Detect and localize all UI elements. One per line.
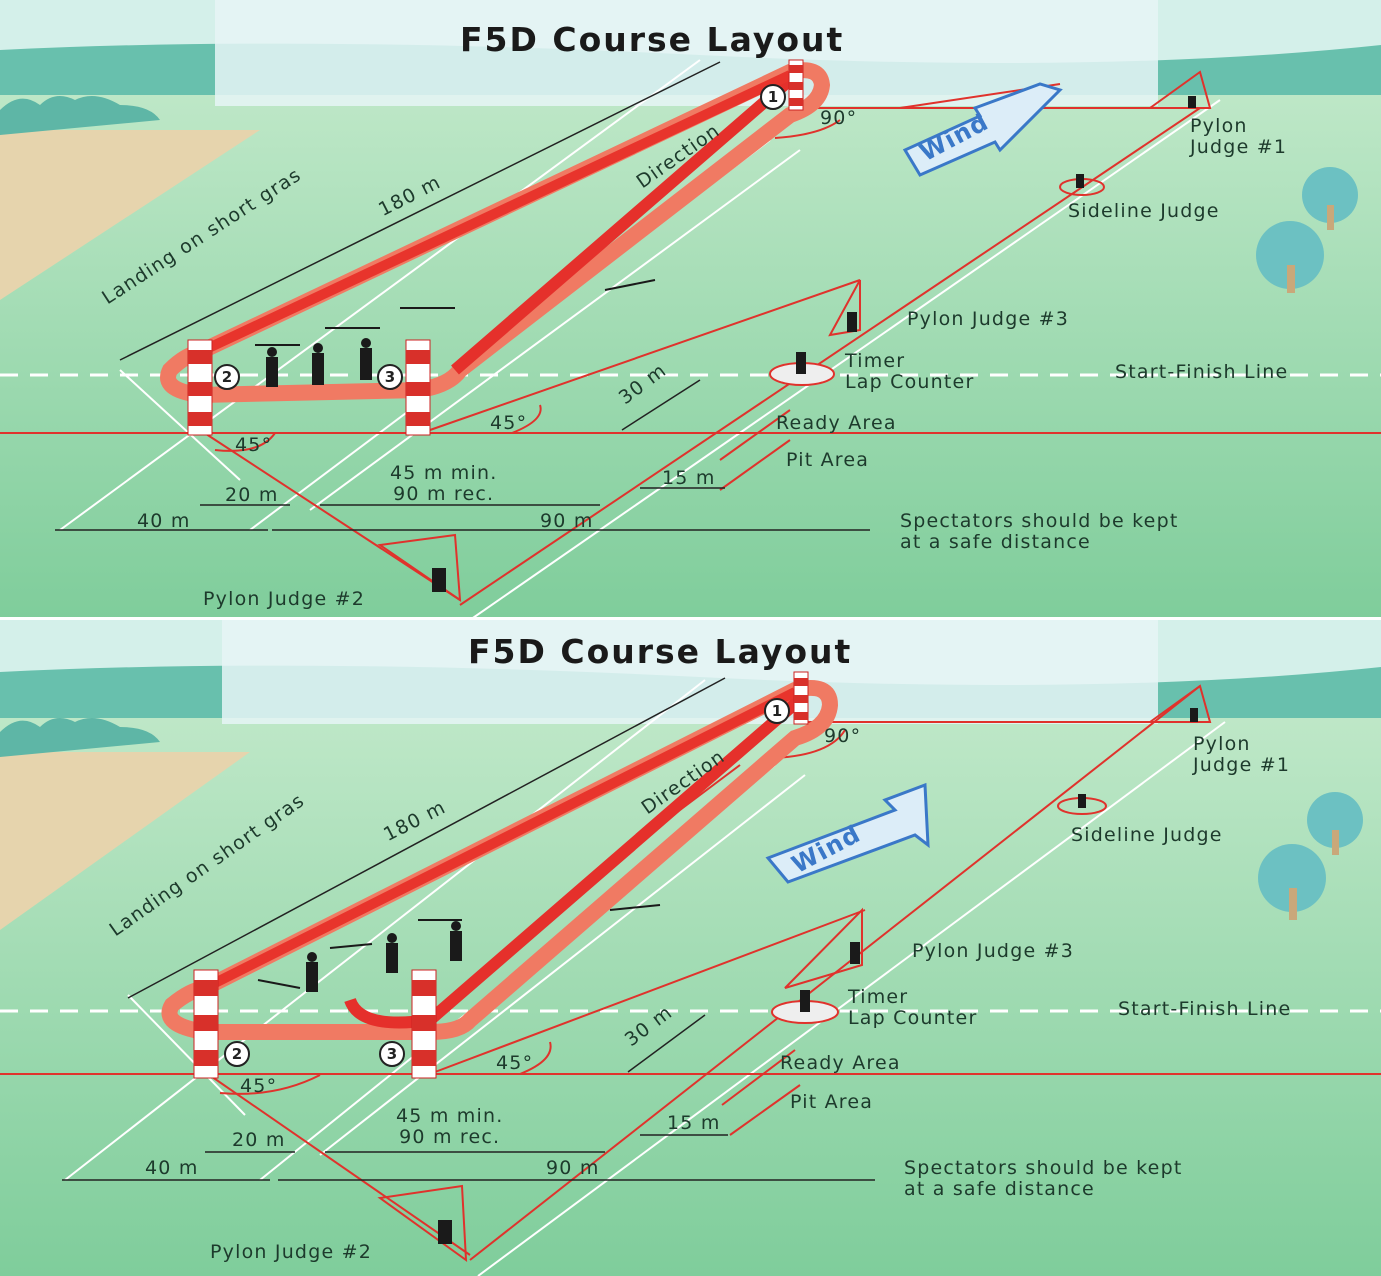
pylon-3-badge: 3 (377, 364, 403, 390)
angle-45-right-label: 45° (490, 412, 528, 434)
pylon-2-badge: 2 (224, 1041, 250, 1067)
pylon-3-badge: 3 (379, 1041, 405, 1067)
distance-15-label: 15 m (667, 1112, 721, 1134)
tree (1302, 167, 1358, 223)
angle-45-right-label: 45° (496, 1052, 534, 1074)
judge-icon (1190, 708, 1198, 722)
distance-90-label: 90 m (540, 510, 594, 532)
wind-arrow-icon (902, 82, 1063, 177)
angle-90-label: 90° (820, 107, 858, 129)
dimension-lines (55, 61, 870, 531)
course-graphic-top (0, 0, 1381, 620)
pylon-judge-2-label: Pylon Judge #2 (203, 588, 365, 610)
pylon-2 (193, 969, 219, 1079)
ready-area-label: Ready Area (780, 1052, 901, 1074)
title-box (215, 0, 1158, 106)
page-title: F5D Course Layout (460, 20, 845, 59)
flight-course-outer (160, 62, 831, 403)
pylon-judge-2-label: Pylon Judge #2 (210, 1241, 372, 1263)
pilots-icon (306, 708, 1198, 1244)
flight-course-leg (451, 75, 794, 375)
start-finish-label: Start-Finish Line (1115, 361, 1289, 383)
sand-area (0, 130, 260, 300)
distance-45-label: 45 m min.90 m rec. (390, 462, 498, 505)
pit-area-label: Pit Area (786, 449, 870, 471)
judge-icon (1188, 96, 1196, 108)
pylon-judge-3-label: Pylon Judge #3 (912, 940, 1074, 962)
start-finish-label: Start-Finish Line (1118, 998, 1292, 1020)
flight-course-outer (161, 679, 839, 1040)
bushes (0, 718, 160, 757)
tree (1307, 792, 1363, 848)
pylon-1-badge: 1 (760, 84, 786, 110)
distance-40-label: 40 m (137, 510, 191, 532)
wind-arrow-icon (765, 782, 930, 884)
angle-90-label: 90° (824, 725, 862, 747)
pylon-2 (187, 339, 213, 436)
pylon-1 (788, 59, 804, 111)
ready-area-label: Ready Area (776, 412, 897, 434)
angle-45-left-label: 45° (235, 434, 273, 456)
distance-20-label: 20 m (225, 484, 279, 506)
pit-area-label: Pit Area (790, 1091, 874, 1113)
tree (1256, 221, 1324, 289)
gliders-icon (257, 904, 661, 989)
pylon-1-badge: 1 (764, 698, 790, 724)
page-title: F5D Course Layout (468, 632, 853, 671)
dimension-lines (62, 677, 875, 1181)
bushes (0, 96, 160, 135)
sideline-judge-label: Sideline Judge (1068, 200, 1220, 222)
sideline-judge-label: Sideline Judge (1071, 824, 1223, 846)
pylon-2-badge: 2 (214, 364, 240, 390)
tree (1258, 844, 1326, 912)
course-graphic-bottom (0, 620, 1381, 1276)
angle-45-left-label: 45° (240, 1075, 278, 1097)
pilots-icon (266, 96, 1196, 592)
pylon-1 (793, 671, 809, 725)
distance-20-label: 20 m (232, 1129, 286, 1151)
gliders-icon (255, 279, 656, 346)
pylon-judge-3-label: Pylon Judge #3 (907, 308, 1069, 330)
pylon-3 (405, 339, 431, 436)
sand-area (0, 752, 250, 930)
pylon-3 (411, 969, 437, 1079)
panel-separator (0, 617, 1381, 621)
distance-45-label: 45 m min.90 m rec. (396, 1105, 504, 1148)
distance-90-label: 90 m (546, 1157, 600, 1179)
title-box (222, 620, 1158, 724)
distance-15-label: 15 m (662, 467, 716, 489)
distance-40-label: 40 m (145, 1157, 199, 1179)
